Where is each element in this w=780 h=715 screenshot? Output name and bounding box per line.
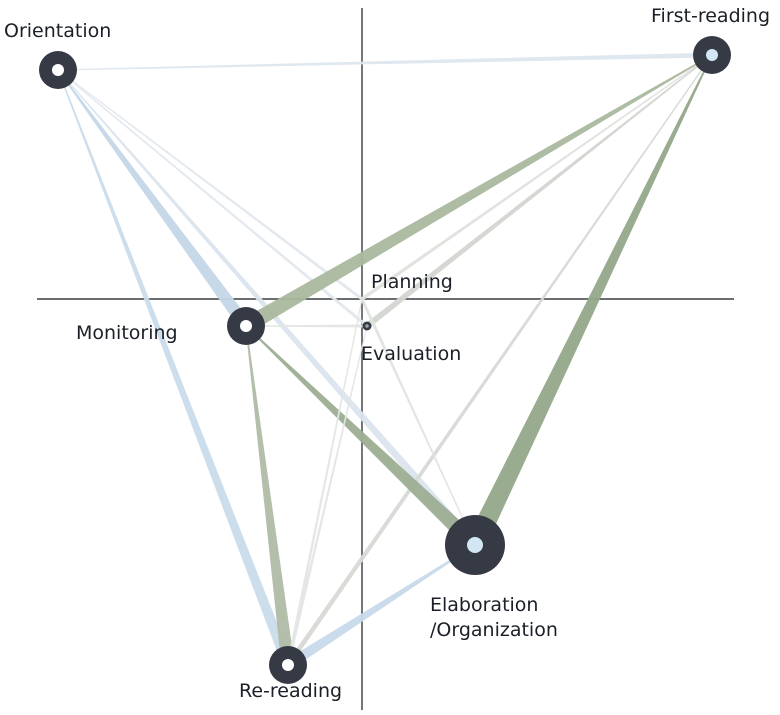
label-layer: Orientation First-readingPlanningMonitori… (4, 5, 770, 702)
label-planning: Planning (371, 271, 453, 293)
label-first-reading: First-reading (651, 5, 770, 27)
label-re-reading: Re-reading (239, 680, 342, 702)
axis-layer (37, 8, 734, 710)
edge-first-reading-to-monitoring (242, 54, 713, 333)
edge-first-reading-to-re-reading (286, 54, 713, 667)
edge-orientation-to-planning (57, 69, 363, 301)
node-first-reading-core (706, 49, 718, 61)
edge-orientation-to-evaluation (57, 69, 368, 328)
edge-orientation-to-monitoring (57, 69, 252, 330)
edge-first-reading-to-planning (360, 54, 713, 301)
edge-monitoring-to-elaboration (245, 325, 481, 551)
label-monitoring: Monitoring (76, 322, 178, 344)
edge-layer (57, 52, 713, 670)
node-re-reading-core (282, 659, 294, 671)
edge-planning-to-re-reading (286, 298, 363, 666)
label-evaluation: Evaluation (361, 343, 461, 365)
node-orientation-core (52, 64, 64, 76)
edge-orientation-to-re-reading (57, 69, 294, 667)
label-elaboration-line-1: Elaboration (430, 594, 538, 616)
node-evaluation-core (365, 324, 369, 328)
node-layer (39, 36, 731, 684)
label-orientation: Orientation (4, 20, 111, 42)
edge-monitoring-to-re-reading (245, 325, 295, 666)
edge-first-reading-to-elaboration (465, 54, 713, 550)
node-monitoring-core (240, 320, 252, 332)
edge-orientation-to-first-reading (57, 52, 713, 71)
edge-first-reading-to-evaluation (365, 54, 713, 329)
label-elaboration-line-2: /Organization (430, 619, 558, 641)
edge-elaboration-to-re-reading (285, 544, 476, 670)
edge-elaboration-to-planning (360, 298, 476, 546)
node-elaboration-core (467, 537, 483, 553)
edge-evaluation-to-re-reading (286, 325, 368, 666)
edge-monitoring-to-evaluation (246, 324, 367, 328)
